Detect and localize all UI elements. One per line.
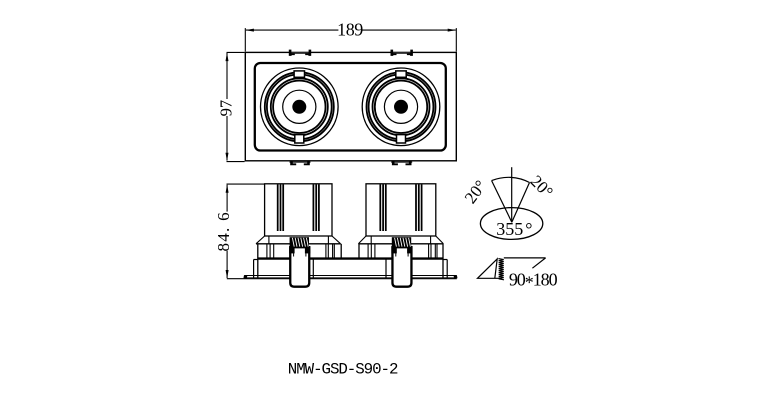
svg-text:20°: 20° bbox=[527, 171, 557, 201]
svg-text:NMW-GSD-S90-2: NMW-GSD-S90-2 bbox=[288, 360, 398, 378]
svg-text:84. 6: 84. 6 bbox=[214, 211, 233, 252]
svg-text:355°: 355° bbox=[496, 219, 532, 239]
svg-text:97: 97 bbox=[217, 100, 236, 117]
svg-text:20°: 20° bbox=[461, 177, 491, 207]
svg-text:90*180: 90*180 bbox=[509, 270, 558, 293]
svg-text:189: 189 bbox=[337, 19, 363, 39]
